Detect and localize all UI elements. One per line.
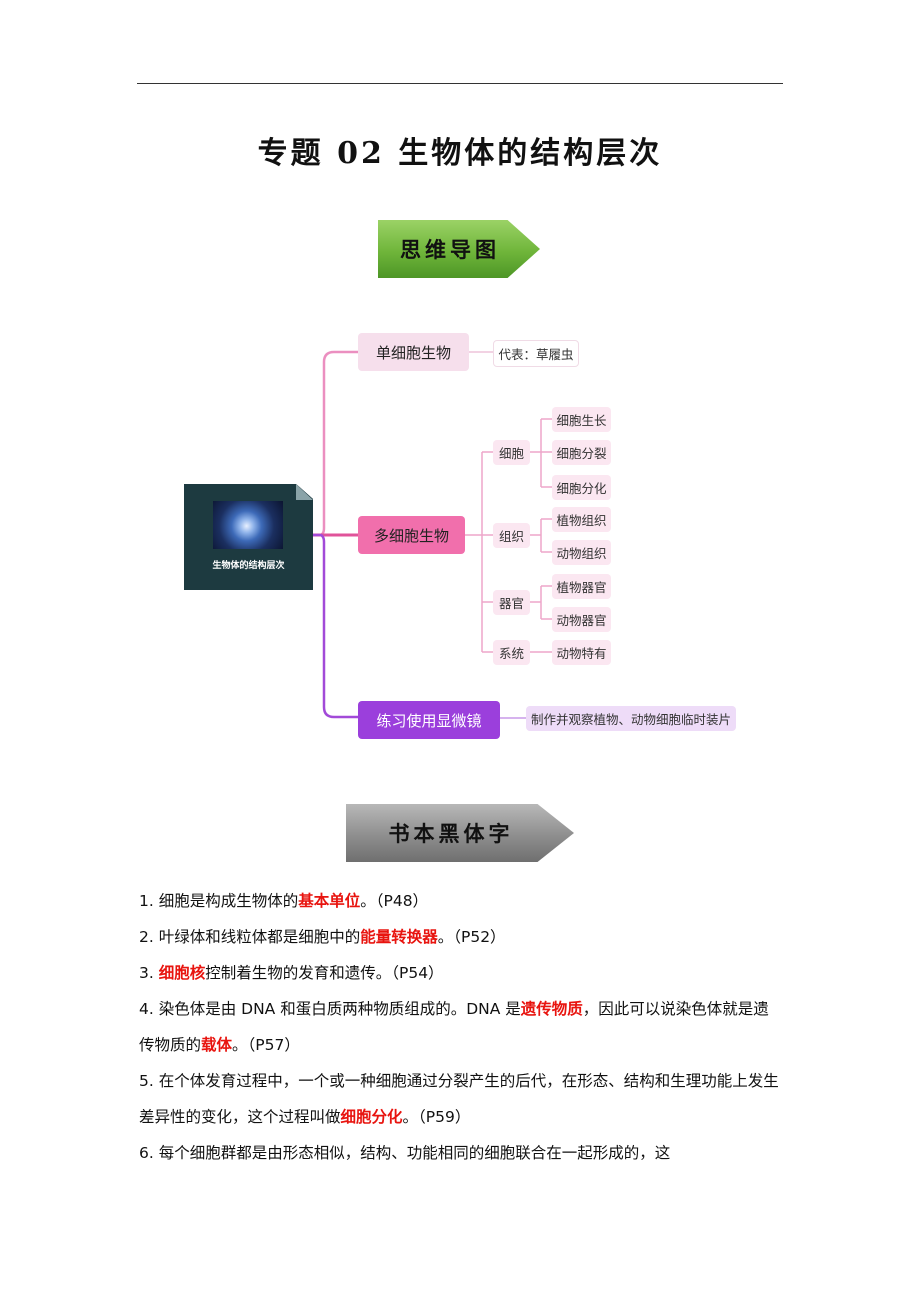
node-unicellular[interactable]: 单细胞生物 [358, 333, 469, 371]
node-group-organ-label: 器官 [498, 596, 524, 611]
node-group-cell-label: 细胞 [498, 446, 524, 461]
bold-text-banner: 书本黑体字 [346, 804, 574, 862]
node-multicellular[interactable]: 多细胞生物 [358, 516, 465, 554]
fact-keyword: 遗传物质 [520, 1000, 583, 1018]
node-item-cell-differentiation[interactable]: 细胞分化 [552, 475, 611, 500]
node-group-tissue-label: 组织 [498, 529, 524, 544]
connector-tissue-items [530, 518, 552, 553]
node-item-plant-organ[interactable]: 植物器官 [552, 574, 611, 599]
node-item-cell-division[interactable]: 细胞分裂 [552, 440, 611, 465]
node-item-animal-organ[interactable]: 动物器官 [552, 607, 611, 632]
node-group-tissue[interactable]: 组织 [493, 523, 530, 548]
root-topic-label: 生物体的结构层次 [212, 561, 285, 571]
node-item-plant-tissue[interactable]: 植物组织 [552, 507, 611, 532]
top-rule [137, 83, 783, 84]
fact-item: 1. 细胞是构成生物体的基本单位。（P48） [139, 892, 429, 910]
fact-item: 6. 每个细胞群都是由形态相似，结构、功能相同的细胞联合在一起形成的，这 [139, 1144, 671, 1162]
connector-organ-items [530, 585, 552, 620]
node-item-label: 动物组织 [556, 546, 607, 561]
node-microscope-label: 练习使用显微镜 [376, 711, 482, 730]
mindmap-banner-label: 思维导图 [400, 238, 500, 262]
connector-multi-groups [465, 451, 493, 653]
connector-cell-items [530, 418, 552, 488]
mind-map-connectors [313, 350, 552, 719]
node-group-cell[interactable]: 细胞 [493, 440, 530, 465]
node-microscope[interactable]: 练习使用显微镜 [358, 701, 500, 739]
node-item-label: 细胞分化 [556, 481, 607, 496]
fact-keyword: 细胞分化 [340, 1108, 403, 1126]
connector-root-unicellular [313, 350, 358, 537]
node-item-animal-only[interactable]: 动物特有 [552, 640, 611, 665]
node-item-label: 植物器官 [556, 580, 607, 595]
node-item-label: 细胞生长 [556, 413, 607, 428]
fact-keyword: 细胞核 [158, 964, 206, 982]
fact-item: 4. 染色体是由 DNA 和蛋白质两种物质组成的。DNA 是遗传物质，因此可以说… [139, 1000, 769, 1054]
fact-list: 1. 细胞是构成生物体的基本单位。（P48） 2. 叶绿体和线粒体都是细胞中的能… [139, 883, 784, 1171]
fact-keyword: 基本单位 [298, 892, 361, 910]
fact-item: 2. 叶绿体和线粒体都是细胞中的能量转换器。（P52） [139, 928, 506, 946]
fact-item: 5. 在个体发育过程中，一个或一种细胞通过分裂产生的后代，在形态、结构和生理功能… [139, 1072, 779, 1126]
bold-text-banner-label: 书本黑体字 [388, 822, 514, 846]
page-title: 专题 02 生物体的结构层次 [257, 136, 663, 171]
node-group-system-label: 系统 [498, 646, 524, 661]
node-group-organ[interactable]: 器官 [493, 590, 530, 615]
neuron-image [213, 501, 283, 549]
node-group-system[interactable]: 系统 [493, 640, 530, 665]
node-microscope-note[interactable]: 制作并观察植物、动物细胞临时装片 [526, 706, 736, 731]
fact-keyword: 载体 [201, 1036, 233, 1054]
node-unicellular-note-label: 代表：草履虫 [498, 347, 574, 362]
fact-keyword: 能量转换器 [360, 928, 438, 946]
mind-map: 生物体的结构层次 单细胞生物 代表：草履虫 多细胞生物 细胞 组织 器官 系统 … [0, 300, 920, 760]
node-item-cell-growth[interactable]: 细胞生长 [552, 407, 611, 432]
node-multicellular-label: 多细胞生物 [373, 526, 449, 545]
node-item-label: 动物器官 [556, 613, 607, 628]
mindmap-banner: 思维导图 [378, 220, 540, 278]
fact-item: 3. 细胞核控制着生物的发育和遗传。（P54） [139, 964, 444, 982]
node-unicellular-label: 单细胞生物 [375, 343, 451, 362]
node-item-label: 植物组织 [556, 513, 607, 528]
node-unicellular-note[interactable]: 代表：草履虫 [493, 340, 579, 367]
node-item-label: 动物特有 [556, 646, 607, 661]
node-microscope-note-label: 制作并观察植物、动物细胞临时装片 [530, 712, 731, 727]
connector-root-microscope [313, 533, 358, 719]
node-item-label: 细胞分裂 [556, 446, 607, 461]
node-item-animal-tissue[interactable]: 动物组织 [552, 540, 611, 565]
